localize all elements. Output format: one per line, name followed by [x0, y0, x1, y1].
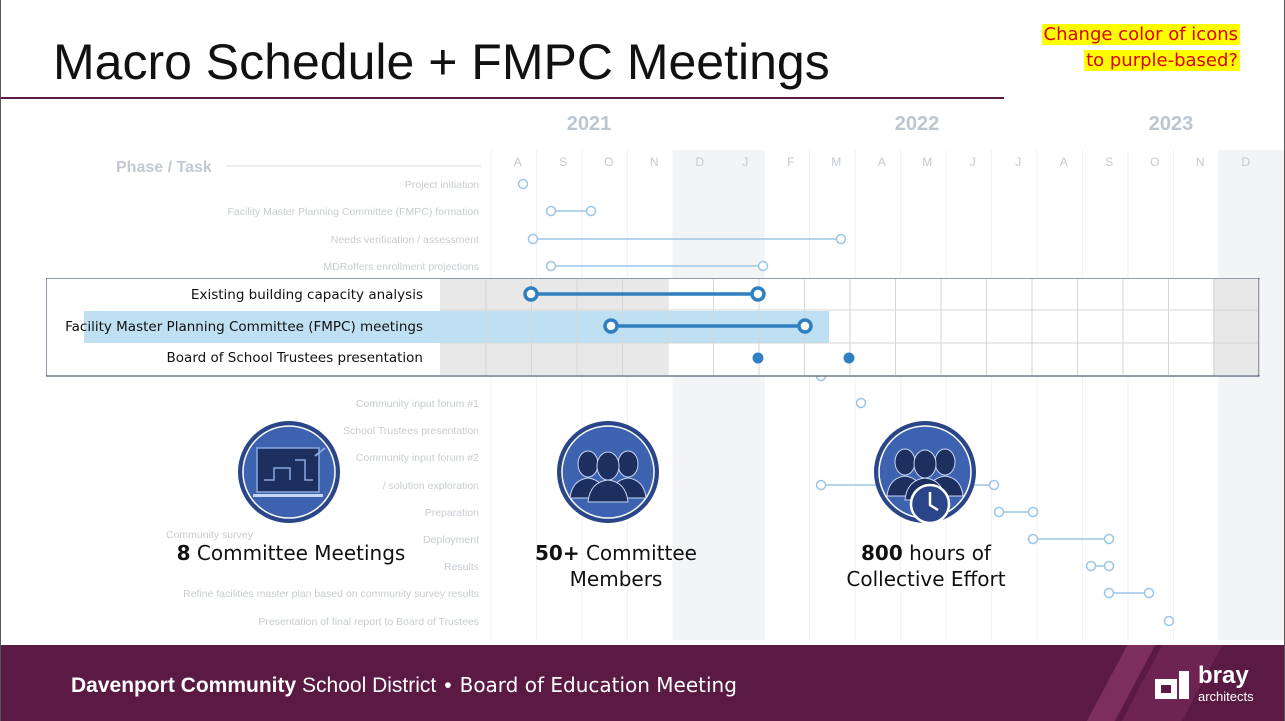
task-marker [585, 205, 597, 217]
month-label: A [878, 155, 886, 169]
committee-group-icon [557, 421, 659, 523]
task-marker [855, 397, 867, 409]
task-label: Refine facilities master plan based on c… [183, 588, 479, 600]
stat-label: hours of [902, 541, 991, 565]
task-label: Preparation [425, 507, 479, 519]
title-divider [1, 97, 1004, 99]
stat-value: 800 [861, 541, 903, 565]
month-label: D [1241, 155, 1250, 169]
review-note: Change color of icons to purple-based? [1041, 22, 1240, 74]
task-marker [757, 260, 769, 272]
month-label: J [742, 155, 748, 169]
logo-subtext: architects [1198, 689, 1254, 704]
task-marker [1143, 587, 1155, 599]
task-marker [835, 233, 847, 245]
task-marker [1085, 560, 1097, 572]
month-label: F [787, 155, 794, 169]
bray-logo-icon [1155, 671, 1189, 699]
review-note-line: to purple-based? [1084, 50, 1240, 71]
capacity-end-marker [750, 286, 766, 302]
month-label: M [922, 155, 932, 169]
task-label: Presentation of final report to Board of… [258, 616, 479, 628]
stat-collective-effort: 800 hours of Collective Effort [811, 540, 1041, 592]
stat-value: 8 [176, 541, 191, 565]
year-label: 2021 [567, 113, 612, 135]
stat-committee-members: 50+ Committee Members [501, 540, 731, 592]
trustees-milestone [843, 352, 855, 364]
phase-header: Phase / Task [116, 159, 212, 176]
task-marker [545, 260, 557, 272]
task-label: Needs verification / assessment [331, 234, 479, 246]
focus-row-label: Existing building capacity analysis [191, 287, 423, 303]
page-title: Macro Schedule + FMPC Meetings [53, 34, 830, 90]
month-label: D [695, 155, 704, 169]
task-label: Community survey [166, 529, 254, 541]
month-label: N [650, 155, 659, 169]
year-label: 2022 [895, 113, 940, 135]
gantt-shade [1219, 150, 1284, 640]
stat-label-line2: Members [569, 567, 663, 591]
task-label: Community input forum #2 [356, 452, 479, 464]
month-label: J [1015, 155, 1021, 169]
task-label: Facility Master Planning Committee (FMPC… [228, 206, 480, 218]
month-label: A [1060, 155, 1068, 169]
task-label: Project initiation [405, 179, 479, 191]
meeting-name: Board of Education Meeting [459, 673, 737, 697]
task-marker [1027, 506, 1039, 518]
footer-separator: • [444, 674, 452, 697]
presentation-board-icon [238, 421, 340, 523]
stat-label: Committee [579, 541, 697, 565]
stat-label-line2: Collective Effort [846, 567, 1006, 591]
focus-row-label: Board of School Trustees presentation [167, 350, 423, 366]
task-marker [1027, 533, 1039, 545]
month-label: J [970, 155, 976, 169]
month-label: S [559, 155, 567, 169]
fmpc-end-marker [797, 318, 813, 334]
task-marker [815, 479, 827, 491]
month-label: M [831, 155, 841, 169]
capacity-start-marker [523, 286, 539, 302]
task-marker [527, 233, 539, 245]
task-label: Results [444, 561, 479, 573]
month-label: O [1150, 155, 1159, 169]
group-clock-icon [874, 421, 976, 525]
task-label: School Trustees presentation [343, 425, 479, 437]
task-marker [1103, 560, 1115, 572]
focus-schedule-table: Existing building capacity analysis Faci… [46, 278, 1260, 377]
stat-committee-meetings: 8 Committee Meetings [161, 540, 421, 566]
task-label: / solution exploration [383, 480, 479, 492]
task-marker [1103, 587, 1115, 599]
task-label: Community input forum #1 [356, 398, 479, 410]
task-marker [1103, 533, 1115, 545]
month-label: O [604, 155, 613, 169]
footer-text: Davenport Community School District • Boar… [71, 673, 737, 698]
task-marker [993, 506, 1005, 518]
month-label: N [1196, 155, 1205, 169]
trustees-milestone [752, 352, 764, 364]
task-marker [517, 178, 529, 190]
task-marker [545, 205, 557, 217]
fmpc-start-marker [603, 318, 619, 334]
gantt-background: 2021 2022 2023 Phase / Task A S O N D J F M A M J J A S… [116, 113, 1284, 640]
stat-label: Committee Meetings [190, 541, 406, 565]
month-label: A [514, 155, 522, 169]
logo-word: bray [1198, 662, 1249, 689]
footer: Davenport Community School District • Boar… [1, 645, 1284, 721]
district-suffix: School District [296, 674, 437, 697]
task-marker [988, 479, 1000, 491]
task-label: MDRoffers enrollment projections [323, 261, 479, 273]
year-label: 2023 [1149, 113, 1194, 135]
review-note-line: Change color of icons [1041, 24, 1240, 45]
task-marker [1163, 615, 1175, 627]
district-name: Davenport Community [71, 674, 297, 697]
stat-value: 50+ [535, 541, 580, 565]
focus-row-label: Facility Master Planning Committee (FMPC… [65, 319, 423, 335]
month-label: S [1105, 155, 1113, 169]
task-label: Deployment [423, 534, 479, 546]
